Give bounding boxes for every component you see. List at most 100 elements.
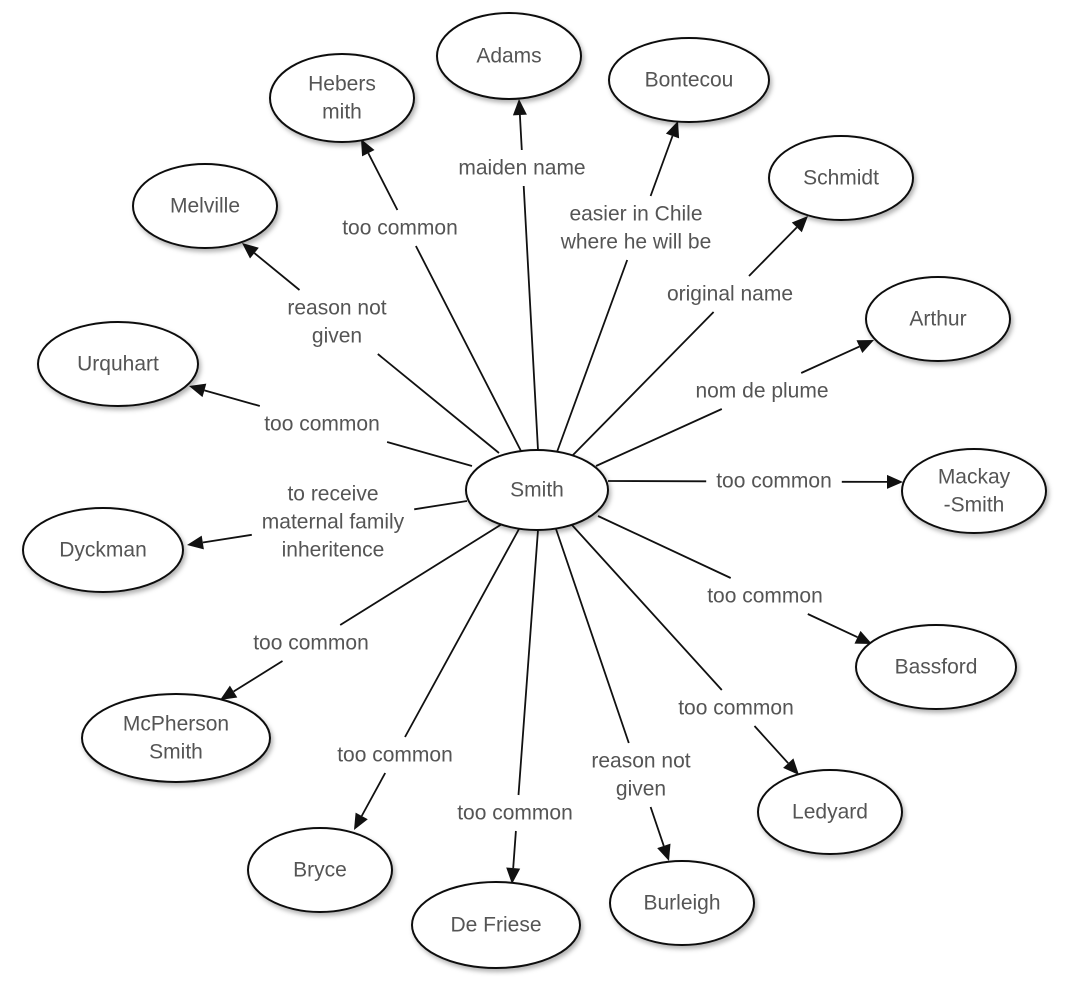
- edge-line-arthur: [595, 345, 860, 467]
- node-schmidt: Schmidt: [768, 135, 914, 221]
- edge-label-de-friese: too common: [457, 802, 573, 825]
- node-text-bassford-line-1: Bassford: [895, 656, 978, 679]
- edges-layer: [187, 99, 903, 884]
- edge-line-ledyard: [571, 524, 789, 764]
- node-shape-bryce: [247, 827, 393, 913]
- edge-label-arthur: nom de plume: [695, 380, 828, 403]
- node-urquhart: Urquhart: [37, 321, 199, 407]
- arrow-head-dyckman: [187, 535, 204, 550]
- edge-line-bontecou: [556, 135, 674, 453]
- node-burleigh: Burleigh: [609, 860, 755, 946]
- node-smith: Smith: [465, 449, 609, 531]
- edge-label-bontecou: easier in Chile where he will be: [560, 203, 712, 254]
- arrow-head-bassford: [854, 630, 872, 644]
- node-ledyard: Ledyard: [757, 769, 903, 855]
- node-shape-smith: [465, 449, 609, 531]
- edge-label-ledyard-line-1: too common: [678, 697, 794, 720]
- node-de-friese: De Friese: [411, 881, 581, 969]
- node-shape-mackay-smith: [901, 448, 1047, 534]
- node-adams: Adams: [436, 12, 582, 100]
- nodes-layer: Smith AdamsBontecouSchmidtArthurMackay-Sm…: [22, 12, 1047, 969]
- edge-bontecou: [556, 121, 680, 453]
- edge-label-urquhart-line-1: too common: [264, 413, 380, 436]
- node-text-melville-line-1: Melville: [170, 195, 240, 218]
- node-bontecou: Bontecou: [608, 37, 770, 123]
- arrow-head-burleigh: [657, 843, 671, 861]
- node-melville: Melville: [132, 163, 278, 249]
- arrow-head-arthur: [856, 340, 874, 353]
- node-text-mcpherson-smith-line-1: McPherson: [123, 713, 229, 736]
- edge-label-mackay-smith-line-1: too common: [716, 470, 832, 493]
- arrow-head-mcpherson-smith: [220, 685, 238, 700]
- edge-label-adams: maiden name: [458, 157, 585, 180]
- edge-label-bontecou-line-2: where he will be: [560, 231, 712, 254]
- node-text-de-friese-line-1: De Friese: [450, 914, 541, 937]
- node-shape-de-friese: [411, 881, 581, 969]
- node-shape-melville: [132, 163, 278, 249]
- node-mackay-smith: Mackay-Smith: [901, 448, 1047, 534]
- node-text-mackay-smith-line-1: Mackay: [938, 466, 1011, 489]
- edge-adams: [512, 99, 539, 451]
- node-text-hebersmith-line-1: Hebers: [308, 73, 376, 96]
- edge-label-melville-line-1: reason not: [287, 297, 386, 320]
- edge-label-urquhart: too common: [264, 413, 380, 436]
- edge-label-schmidt-line-1: original name: [667, 283, 793, 306]
- edge-line-schmidt: [571, 226, 798, 457]
- node-shape-schmidt: [768, 135, 914, 221]
- edge-line-dyckman: [202, 500, 468, 544]
- edge-label-hebersmith: too common: [342, 217, 458, 240]
- edge-label-hebersmith-line-1: too common: [342, 217, 458, 240]
- node-text-mcpherson-smith-line-2: Smith: [149, 741, 203, 764]
- edge-dyckman: [187, 500, 468, 550]
- arrow-head-ledyard: [783, 758, 799, 775]
- edge-mcpherson-smith: [220, 523, 503, 700]
- edge-label-dyckman-line-3: inheritence: [282, 539, 385, 562]
- edge-line-mackay-smith: [607, 480, 888, 483]
- edge-label-mackay-smith: too common: [716, 470, 832, 493]
- edge-burleigh: [555, 528, 671, 861]
- node-shape-bassford: [855, 624, 1017, 710]
- edge-urquhart: [189, 383, 473, 467]
- node-text-bontecou-line-1: Bontecou: [645, 69, 734, 92]
- edge-label-bontecou-line-1: easier in Chile: [569, 203, 702, 226]
- edge-label-melville: reason not given: [287, 297, 386, 348]
- edge-label-ledyard: too common: [678, 697, 794, 720]
- edge-label-bryce: too common: [337, 744, 453, 767]
- edge-line-adams: [519, 114, 539, 451]
- node-text-bryce-line-1: Bryce: [293, 859, 347, 882]
- edge-line-burleigh: [555, 528, 665, 847]
- arrow-head-adams: [512, 99, 527, 116]
- arrow-head-urquhart: [189, 383, 207, 398]
- edge-label-melville-line-2: given: [312, 325, 362, 348]
- edge-label-arthur-line-1: nom de plume: [695, 380, 828, 403]
- node-text-burleigh-line-1: Burleigh: [643, 892, 720, 915]
- node-shape-arthur: [865, 276, 1011, 362]
- edge-label-adams-line-1: maiden name: [458, 157, 585, 180]
- edge-melville: [242, 243, 500, 454]
- edge-label-bryce-line-1: too common: [337, 744, 453, 767]
- arrow-head-melville: [242, 243, 259, 259]
- edge-line-bryce: [360, 528, 520, 817]
- node-dyckman: Dyckman: [22, 507, 184, 593]
- node-shape-ledyard: [757, 769, 903, 855]
- edge-line-de-friese: [512, 529, 539, 869]
- edge-label-mcpherson-smith: too common: [253, 632, 369, 655]
- edge-label-bassford: too common: [707, 585, 823, 608]
- edge-label-bassford-line-1: too common: [707, 585, 823, 608]
- node-shape-adams: [436, 12, 582, 100]
- arrow-head-de-friese: [506, 867, 521, 884]
- edge-bassford: [597, 515, 872, 644]
- node-text-schmidt-line-1: Schmidt: [803, 167, 879, 190]
- edge-line-urquhart: [204, 389, 473, 467]
- node-arthur: Arthur: [865, 276, 1011, 362]
- edge-line-mcpherson-smith: [233, 523, 503, 693]
- edge-label-dyckman-line-2: maternal family: [262, 511, 405, 534]
- edge-bryce: [354, 528, 520, 830]
- node-text-ledyard-line-1: Ledyard: [792, 801, 868, 824]
- edge-label-de-friese-line-1: too common: [457, 802, 573, 825]
